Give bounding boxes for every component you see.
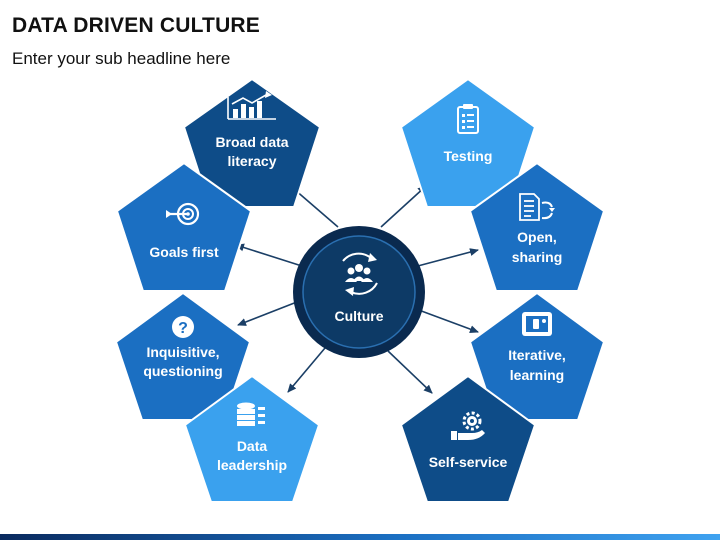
node-label-line: learning	[510, 367, 564, 383]
document-share-icon	[519, 193, 555, 221]
svg-text:?: ?	[178, 320, 188, 337]
pentagon-shape	[469, 292, 605, 421]
center-inner-circle	[302, 235, 416, 349]
connector-arrow	[237, 299, 303, 326]
pentagon-shape	[116, 162, 252, 292]
node-data-leadership: Data leadership	[184, 375, 320, 503]
node-label-line: Goals first	[149, 244, 219, 260]
connector-arrow	[415, 308, 479, 333]
node-label-line: Testing	[444, 148, 493, 164]
node-label-line: sharing	[512, 249, 563, 265]
node-goals-first: Goals first	[116, 162, 252, 292]
connector-arrow	[387, 350, 433, 394]
page-title: DATA DRIVEN CULTURE	[12, 14, 261, 37]
node-broad-data-literacy: Broad data literacy	[183, 78, 321, 208]
node-testing: Testing	[400, 78, 536, 208]
pentagon-shape	[115, 292, 251, 421]
page-subtitle: Enter your sub headline here	[12, 49, 231, 68]
node-inquisitive-questioning: ? Inquisitive, questioning	[115, 292, 251, 421]
question-icon: ?	[172, 316, 194, 338]
connector-arrow	[413, 248, 479, 268]
center-node: Culture	[293, 226, 425, 358]
node-iterative-learning: Iterative, learning	[469, 292, 605, 421]
node-open-sharing: Open, sharing	[469, 162, 605, 292]
clipboard-icon	[457, 104, 479, 134]
pentagon-shape	[183, 78, 321, 208]
gear-hand-icon	[451, 411, 485, 440]
pentagon-shape	[400, 78, 536, 208]
node-label-line: Broad data	[215, 134, 288, 150]
database-icon	[237, 402, 265, 426]
node-label-line: questioning	[143, 363, 222, 379]
team-cycle-icon	[342, 252, 378, 296]
connector-arrow	[235, 243, 306, 268]
node-label-line: Iterative,	[508, 347, 566, 363]
node-label-line: Inquisitive,	[146, 344, 219, 360]
node-label-line: leadership	[217, 457, 287, 473]
node-label-line: Self-service	[429, 454, 508, 470]
center-label: Culture	[335, 308, 384, 324]
node-label-line: literacy	[227, 153, 276, 169]
pentagon-shape	[469, 162, 605, 292]
connector-arrow	[380, 185, 427, 228]
node-self-service: Self-service	[400, 375, 536, 503]
tablet-touch-icon	[522, 312, 552, 336]
node-label-line: Data	[237, 438, 268, 454]
node-label-line: Open,	[517, 229, 557, 245]
pentagon-nodes: Broad data literacy Goals first ? Inquis…	[115, 78, 605, 503]
target-icon	[166, 202, 200, 226]
footer-bar	[0, 534, 720, 540]
bar-chart-icon	[227, 91, 276, 120]
connector-arrow	[287, 347, 326, 393]
pentagon-shape	[184, 375, 320, 503]
